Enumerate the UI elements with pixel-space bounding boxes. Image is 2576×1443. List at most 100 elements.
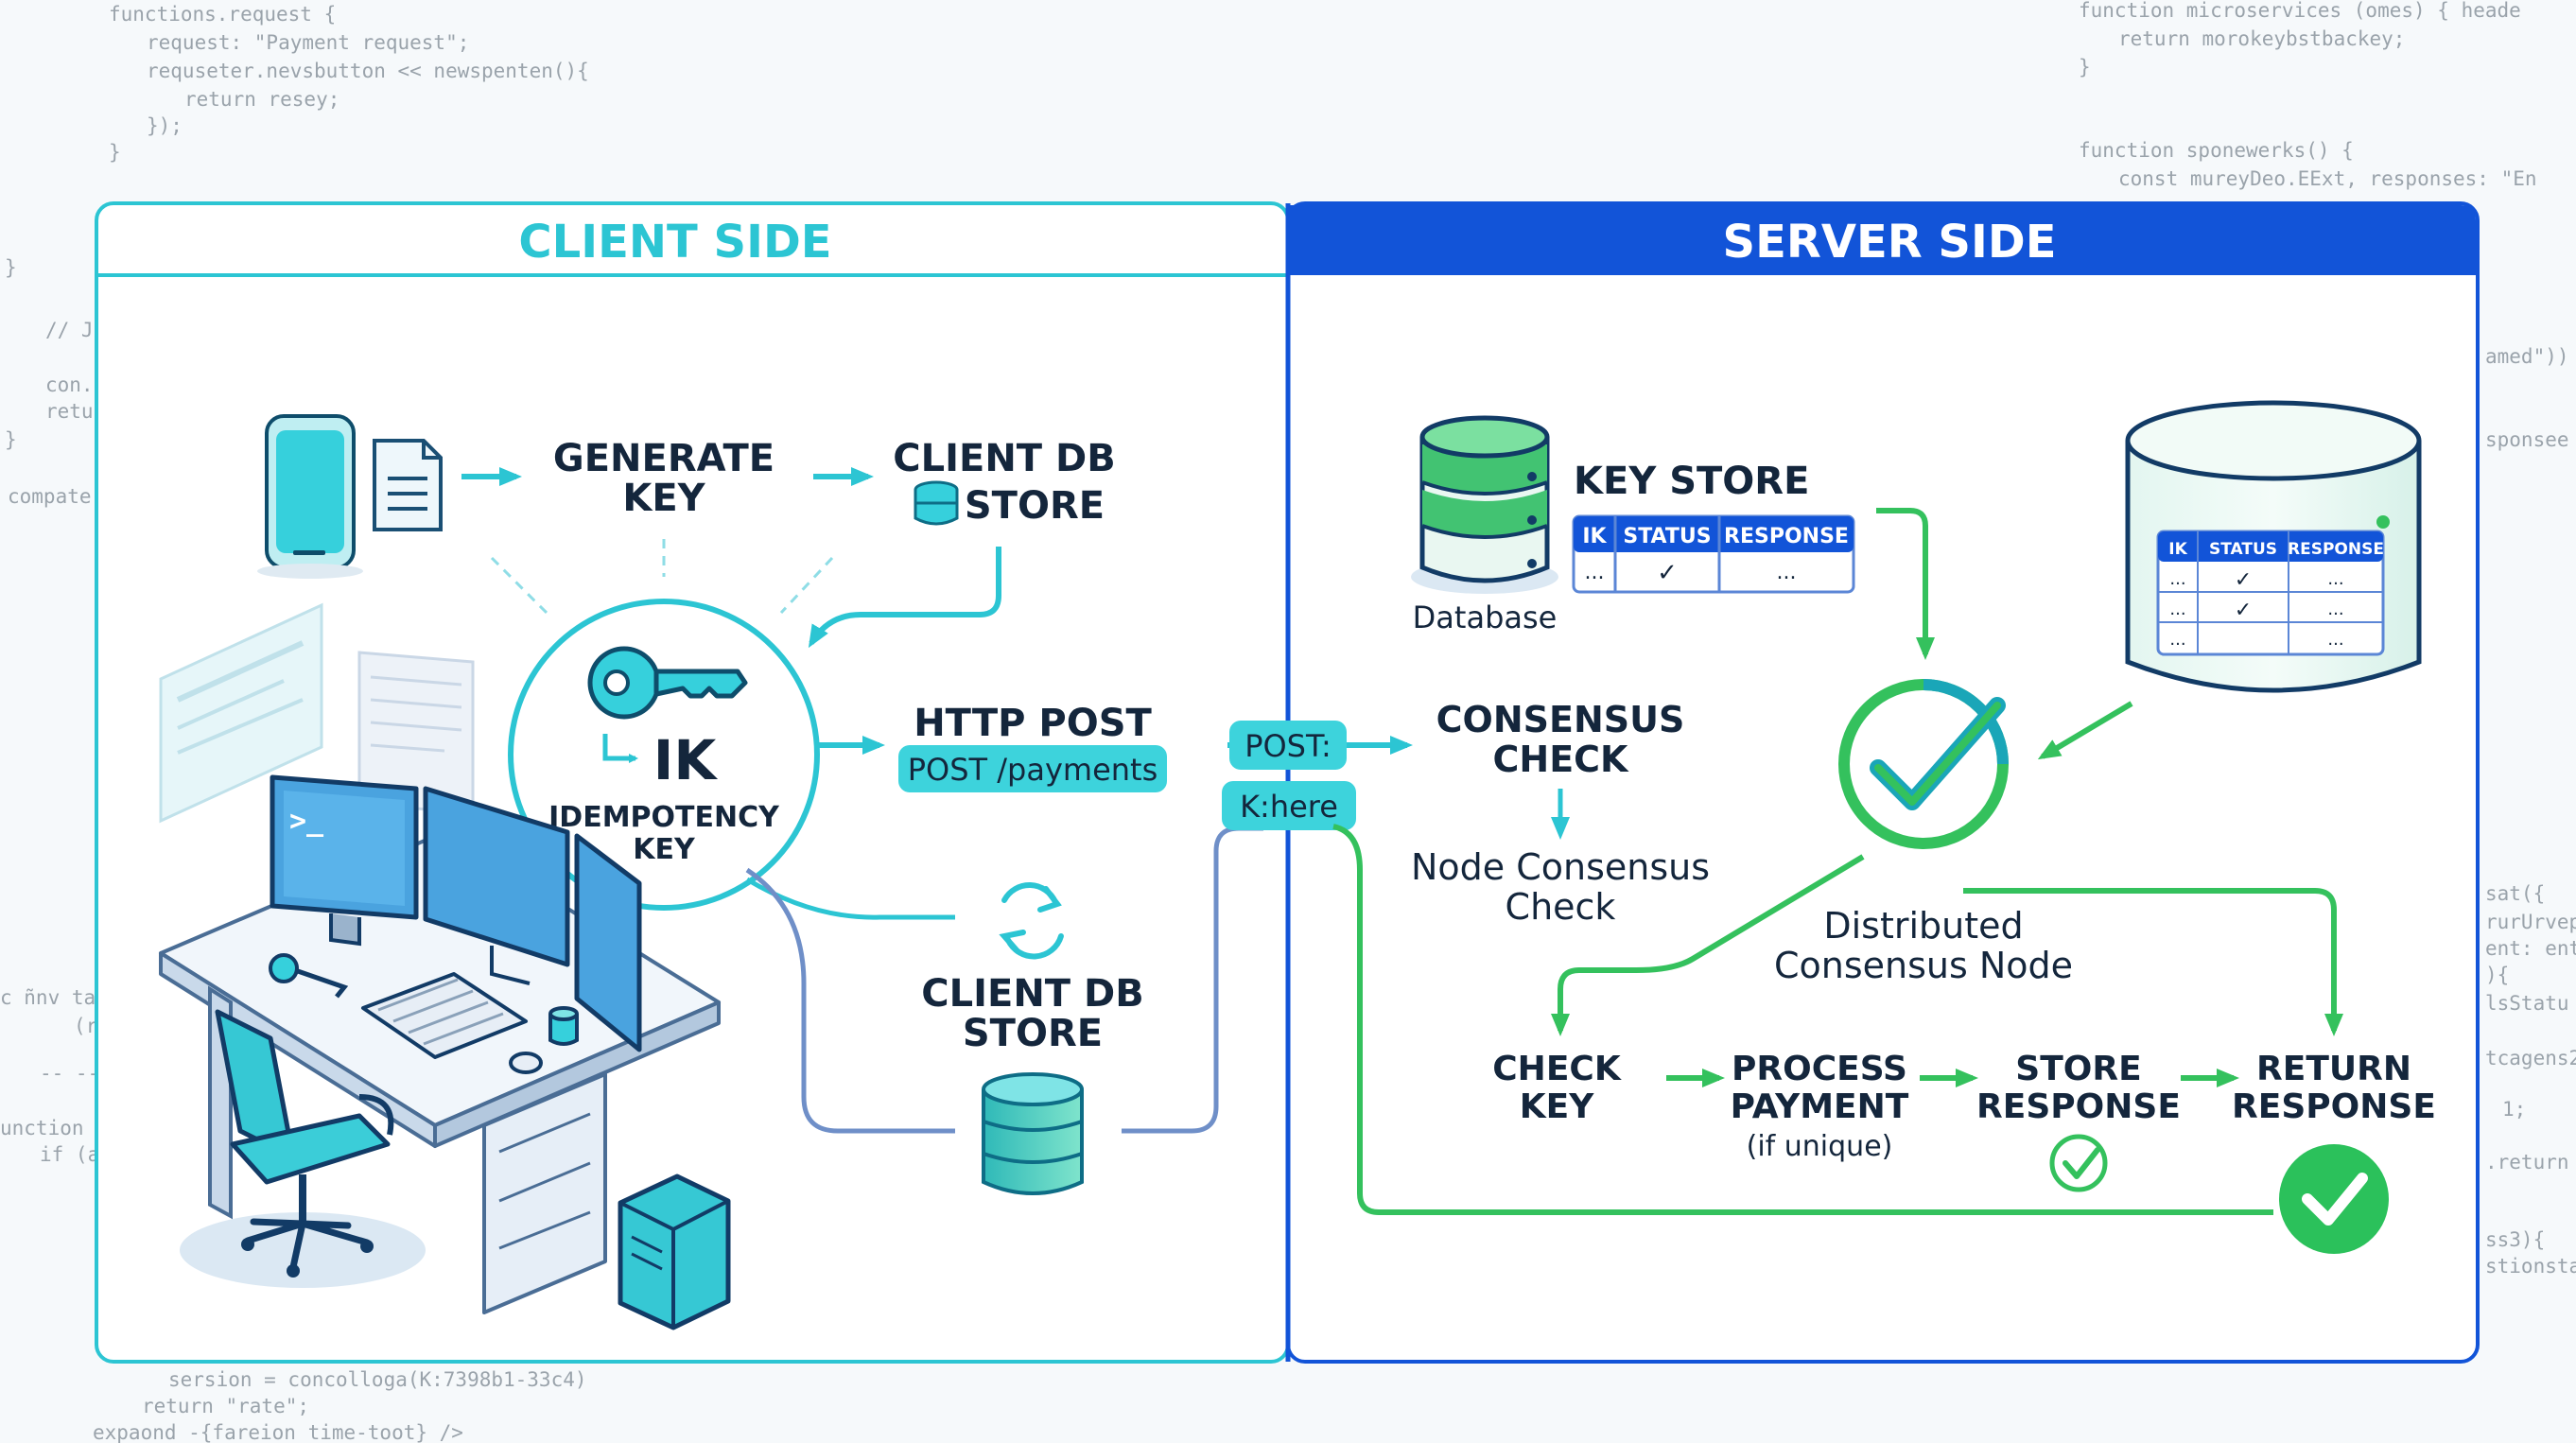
key-store-cell: ✓ [1657,559,1678,587]
phone-icon [257,414,363,579]
client-db-store-label: CLIENT DB [893,437,1115,480]
arrow-node-to-check-key [1551,854,1865,1036]
bg-code-line: con. [45,374,94,396]
consensus-check-label: CONSENSUS [1436,699,1685,740]
idempotency-key-label: IDEMPOTENCY [548,801,780,834]
key-badge: K:here [1222,781,1356,830]
idempotency-key-label: KEY [633,833,696,866]
db-cell: ... [2327,630,2343,650]
bg-code-line: 1; [2502,1098,2526,1121]
bg-code-line: // J [45,319,94,341]
bg-code-line: (r [74,1015,97,1037]
bg-code-line: if (a [40,1143,99,1166]
server-side-header: SERVER SIDE [1723,216,2057,269]
bg-code-line: requseter.nevsbutton << newspenten(){ [147,60,589,82]
key-store-cell: ... [1585,561,1605,584]
bg-code-line: expaond -{fareion time-toot} /> [93,1421,463,1443]
document-icon [373,439,443,531]
bg-code-line: ent: ent [2485,937,2576,960]
db-col: IK [2168,540,2187,559]
bg-code-line: } [2079,56,2091,78]
store-response-label: STORE [2015,1050,2141,1088]
key-icon [587,646,748,720]
db-cell: ✓ [2235,599,2252,622]
arrow-db-to-node [2037,701,2133,760]
db-col: STATUS [2209,540,2277,559]
key-rays [490,539,834,615]
bg-code-line: amed")) [2485,345,2569,368]
db-cell: ... [2327,600,2343,619]
client-db-store-label: STORE [965,484,1105,528]
key-store-col: RESPONSE [1724,525,1849,548]
small-database-icon [914,480,959,526]
bg-code-line: sponsee [2485,428,2569,451]
distributed-node-label: Distributed [1823,905,2023,947]
arrow-keystore-to-node [1876,508,1935,660]
db-cell: ... [2169,630,2185,650]
bg-code-line: rurUrvep [2485,911,2576,933]
db-cell: ... [2327,569,2343,589]
return-response-label: RESPONSE [2232,1087,2436,1126]
bg-code-line: unction [0,1117,84,1139]
key-store-col: STATUS [1623,525,1711,548]
bg-code-line: function sponewerks() { [2079,139,2354,162]
key-to-db-line [745,867,955,1134]
key-to-store-line [745,877,955,920]
bg-code-line: function microservices (omes) { heade [2079,0,2521,22]
distributed-database-cylinder: IK STATUS RESPONSE ... ✓ ... ... ✓ ... .… [2125,400,2422,693]
store-response-label: RESPONSE [1976,1087,2181,1126]
client-side-header: CLIENT SIDE [518,216,831,269]
bg-code-line: ss3){ [2485,1228,2545,1251]
bg-code-line: retu [45,400,94,423]
bg-code-line: functions.request { [109,3,336,26]
consensus-node-check-icon [1838,679,2009,849]
bg-code-line: } [109,141,121,164]
bg-code-line: return resey; [184,88,339,111]
consensus-check-label: CHECK [1493,739,1630,780]
bg-code-line: request: "Payment request"; [147,31,469,54]
bg-code-line: tcagens2 [2485,1047,2576,1069]
db-cell: ... [2169,600,2185,619]
server-database-icon [1411,415,1558,594]
process-payment-label: PROCESS [1732,1050,1907,1088]
refresh-icon [999,882,1064,960]
success-check-icon [2279,1144,2389,1254]
bg-code-line: c ñnv ta [0,986,96,1009]
bg-code-line: const mureyDeo.EExt, responses: "En [2118,167,2537,190]
post-payments-badge: POST /payments [898,745,1167,792]
node-consensus-label: Check [1506,886,1616,928]
client-db-store-bottom-label: STORE [963,1012,1103,1055]
post-badge-label: POST: [1244,728,1332,764]
bg-code-line: -- -- [40,1062,99,1085]
key-store-title: KEY STORE [1574,460,1809,503]
ik-arrow [602,734,638,763]
generate-key-label: KEY [622,477,705,520]
db-col: RESPONSE [2288,540,2384,559]
arrow-node-to-return [1963,888,2343,1036]
client-database-icon [982,1072,1084,1195]
bg-code-line: compate [8,485,92,508]
bg-code-line: sat({ [2485,882,2545,905]
key-store-cell: ... [1777,561,1797,584]
post-payments-label: POST /payments [908,752,1158,788]
distributed-node-label: Consensus Node [1774,945,2073,986]
bg-code-line: lsStatu [2485,992,2569,1015]
key-reuse-line [1332,824,2273,1215]
db-cell: ✓ [2235,568,2252,592]
bg-code-line: stionsta [2485,1255,2576,1278]
bg-code-line: return "rate"; [142,1395,309,1417]
generate-key-label: GENERATE [553,437,775,480]
key-badge-label: K:here [1240,789,1338,825]
database-label: Database [1413,600,1558,635]
workstation-illustration: >_ [159,602,731,1330]
client-db-store-bottom-label: CLIENT DB [921,972,1143,1016]
bg-code-line: return morokeybstbackey; [2118,27,2405,50]
node-consensus-label: Node Consensus [1411,846,1710,888]
check-key-label: KEY [1520,1087,1594,1126]
check-key-label: CHECK [1492,1050,1622,1088]
bg-code-line: sersion = concolloga(K:7398b1-33c4) [168,1368,587,1391]
key-store-table: IK STATUS RESPONSE ... ✓ ... [1572,514,1855,594]
arrow-db-to-key [808,547,1001,649]
store-check-icon [2049,1134,2108,1192]
